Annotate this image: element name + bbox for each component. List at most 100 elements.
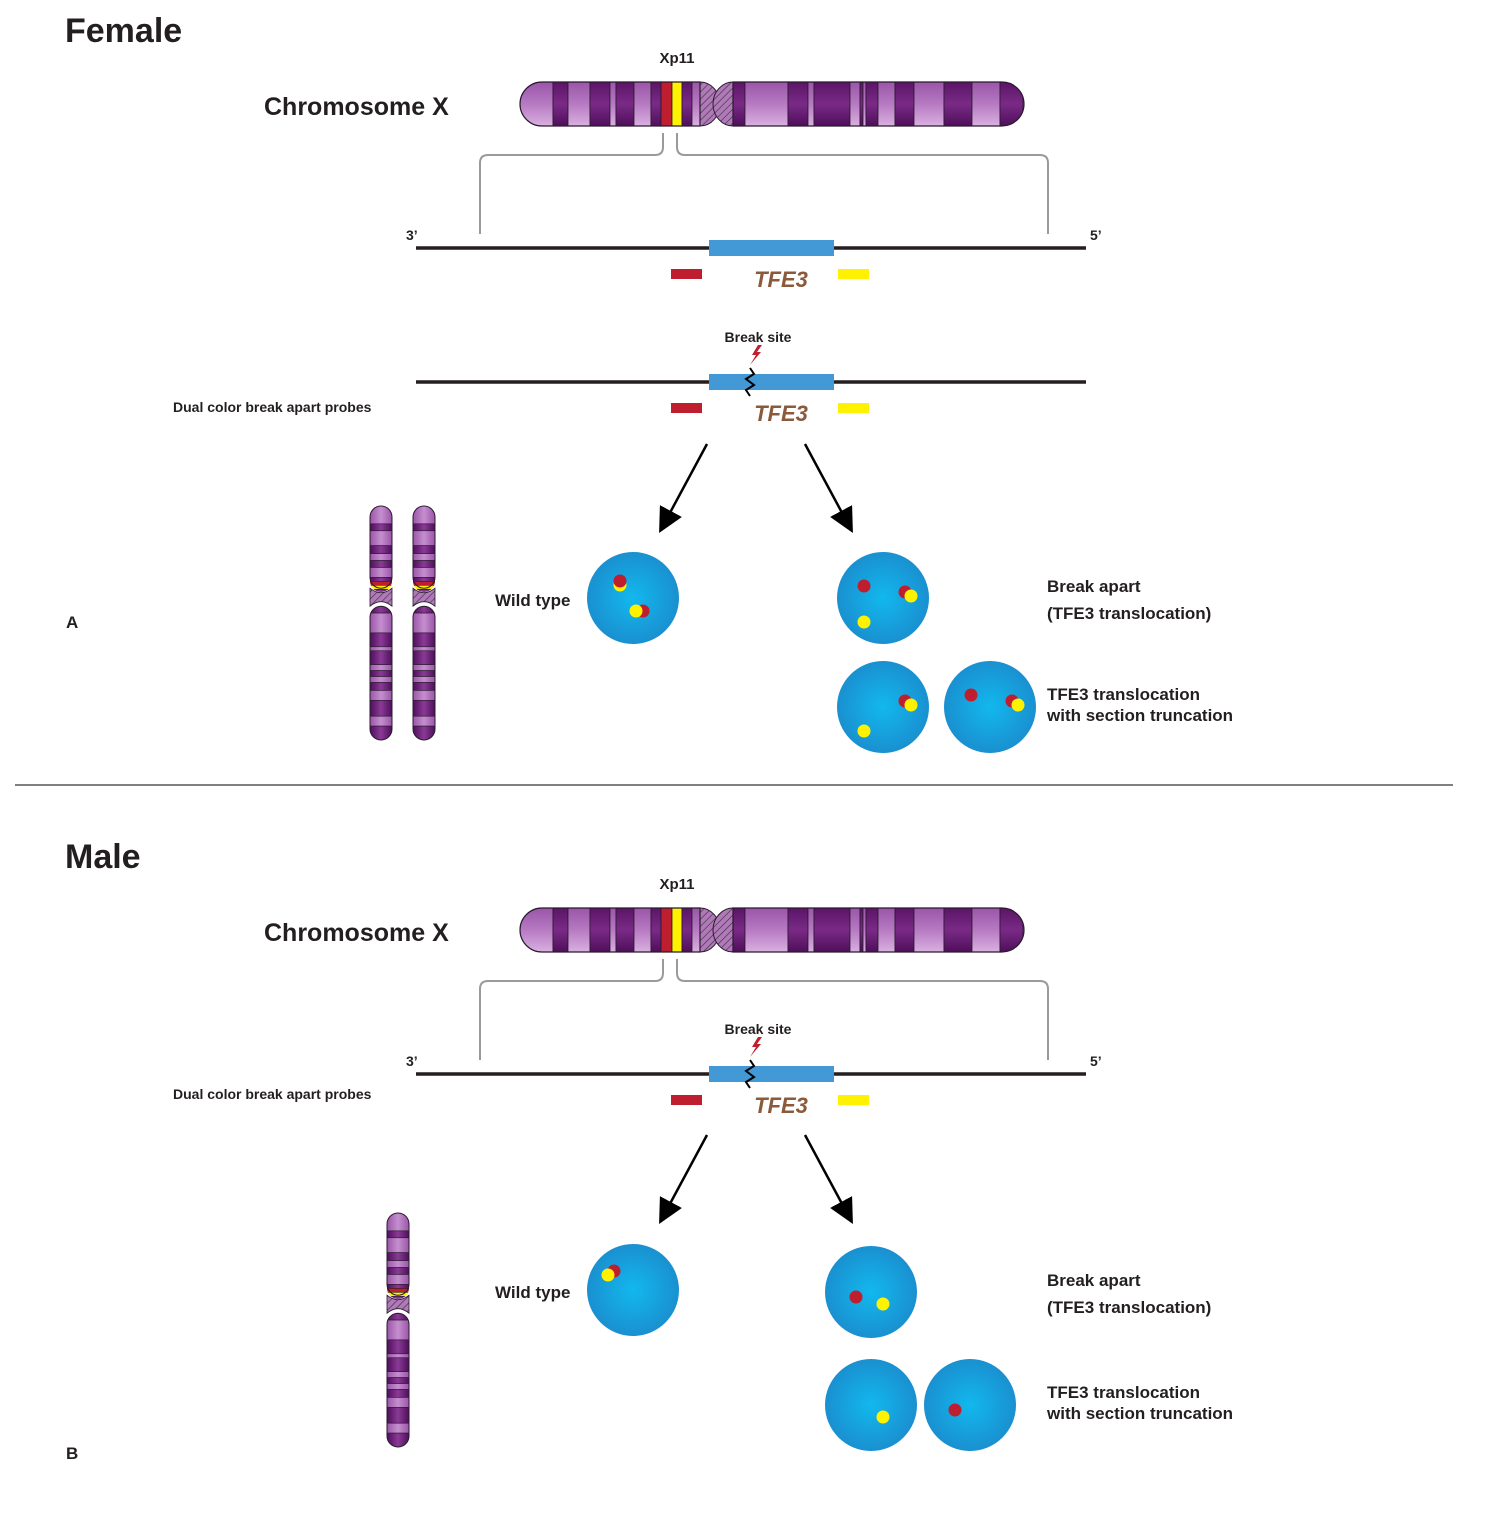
- chromosome-band: [387, 1284, 409, 1289]
- nucleus: [587, 1244, 679, 1336]
- chromosome-band: [859, 908, 864, 952]
- chromosome-band: [370, 690, 392, 701]
- chromosome-band: [370, 715, 392, 727]
- chromosome-band: [387, 1237, 409, 1253]
- wild-type-label: Wild type: [495, 1283, 570, 1302]
- wild-type-label: Wild type: [495, 591, 570, 610]
- nucleus-body: [587, 552, 679, 644]
- nucleus: [837, 552, 929, 644]
- chromosome-band: [609, 82, 617, 126]
- truncation-sublabel: with section truncation: [1046, 706, 1233, 725]
- yellow-probe: [838, 403, 869, 413]
- chromosome-x-ideogram: [519, 81, 1025, 127]
- chromosome-band: [370, 612, 392, 634]
- chromosome-band: [807, 82, 815, 126]
- chromosome-band: [387, 1357, 409, 1372]
- gene-label-tfe3: TFE3: [754, 267, 808, 292]
- break-site-label: Break site: [725, 1021, 792, 1037]
- chromosome-band: [387, 1371, 409, 1378]
- chromosome-band: [744, 908, 789, 952]
- yellow-signal: [876, 1297, 890, 1311]
- red-probe-band: [660, 82, 673, 126]
- chromosome-band: [733, 82, 746, 126]
- yellow-probe-band: [671, 82, 683, 126]
- tfe3-gene-block: [709, 374, 834, 390]
- red-signal: [849, 1290, 863, 1304]
- p-arm: [520, 82, 700, 126]
- yellow-signal: [601, 1268, 615, 1282]
- centromere: [712, 81, 734, 127]
- arrow-to-break-apart: [803, 443, 853, 534]
- chromosome-band: [370, 545, 392, 554]
- arrow-to-break-apart: [803, 1134, 853, 1225]
- chromosome-band: [413, 700, 435, 717]
- chromosome-band: [370, 577, 392, 582]
- chromosome-band: [787, 908, 809, 952]
- band-label-xp11: Xp11: [659, 50, 694, 67]
- red-signal: [857, 579, 871, 593]
- break-apart-sublabel: (TFE3 translocation): [1047, 1298, 1211, 1317]
- chromosome-band: [387, 1383, 409, 1390]
- nucleus-body: [944, 661, 1036, 753]
- red-probe: [671, 269, 702, 279]
- chromosome-band: [370, 632, 392, 648]
- yellow-signal: [857, 724, 871, 738]
- chromosome-band: [413, 676, 435, 683]
- chromosome-band: [681, 82, 693, 126]
- yellow-probe-band: [671, 908, 683, 952]
- chromosome-band: [413, 523, 435, 532]
- chromosome-band: [413, 650, 435, 665]
- chromosome-band: [813, 908, 851, 952]
- centromere: [412, 587, 436, 608]
- centromere: [369, 587, 393, 608]
- q-arm: [733, 908, 1024, 952]
- chromosome-band: [413, 612, 435, 634]
- chromosome-band: [387, 1267, 409, 1275]
- chromosome-band: [413, 664, 435, 671]
- zoom-bracket: [479, 959, 1049, 1060]
- chromosome-band: [387, 1230, 409, 1239]
- chromosome-band: [633, 82, 652, 126]
- chromosome-band: [877, 908, 896, 952]
- chromosome-band: [370, 530, 392, 546]
- chromosome-band: [387, 1274, 409, 1285]
- nucleus: [825, 1359, 917, 1451]
- panel-title: Male: [65, 838, 141, 876]
- truncation-label: TFE3 translocation: [1047, 685, 1200, 704]
- chromosome-band: [387, 1252, 409, 1261]
- chromosome-band: [370, 523, 392, 532]
- red-probe: [671, 1095, 702, 1105]
- nucleus-body: [825, 1246, 917, 1338]
- chromosome-band: [370, 700, 392, 717]
- break-apart-label: Break apart: [1047, 1271, 1141, 1290]
- chromosome-label: Chromosome X: [264, 919, 449, 947]
- chromosome-band: [943, 82, 973, 126]
- chromosome-band: [387, 1353, 409, 1359]
- truncation-label: TFE3 translocation: [1047, 1383, 1200, 1402]
- p-arm: [520, 908, 700, 952]
- strand-5prime-label: 5’: [1090, 1053, 1102, 1069]
- chromosome-band: [999, 82, 1024, 126]
- chromosome-band: [387, 1422, 409, 1434]
- chromosome-band: [691, 82, 700, 126]
- chromosome-band: [413, 715, 435, 727]
- chromosome-band: [865, 82, 879, 126]
- chromosome-band: [859, 82, 864, 126]
- nucleus: [837, 661, 929, 753]
- chromosome-band: [913, 82, 945, 126]
- chromosome-band: [387, 1377, 409, 1384]
- break-zigzag: [744, 1059, 756, 1089]
- chromosome-band: [633, 908, 652, 952]
- yellow-probe: [838, 269, 869, 279]
- probes-label: Dual color break apart probes: [173, 399, 372, 415]
- chromosome-band: [387, 1339, 409, 1355]
- chromosome-band: [413, 682, 435, 691]
- chromosome-band: [413, 553, 435, 561]
- chromosome-band: [413, 577, 435, 582]
- chromosome-band: [567, 82, 591, 126]
- chromosome-band: [370, 670, 392, 677]
- chromosome-band: [971, 908, 1001, 952]
- chromosome-band: [877, 82, 896, 126]
